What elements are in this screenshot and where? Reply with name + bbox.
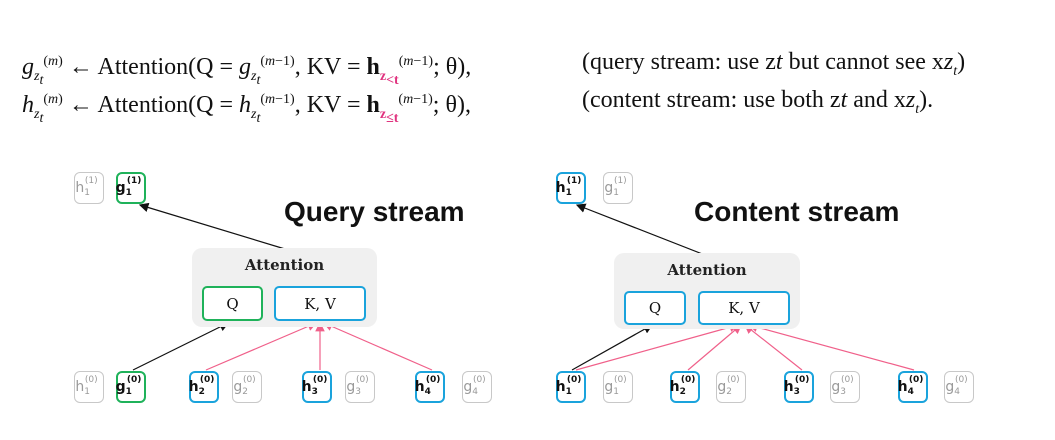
kv-box: K, V bbox=[274, 286, 366, 321]
query-stream-comment: (query stream: use zt but cannot see xzt… bbox=[582, 49, 966, 79]
theta-tail-2: ; θ), bbox=[432, 92, 471, 118]
c-out-arrow bbox=[575, 203, 706, 256]
content-stream-comment: (content stream: use both zt and xzt). bbox=[582, 87, 934, 117]
attention-label: Attention bbox=[244, 256, 325, 274]
q-in-arrow bbox=[132, 322, 230, 371]
q-kv-arrow-4 bbox=[322, 321, 433, 371]
c-q-box: Q bbox=[624, 291, 686, 325]
q-out-arrow bbox=[138, 202, 286, 250]
query-attention-block: Attention Q K, V bbox=[192, 248, 377, 327]
c-kv-box: K, V bbox=[698, 291, 790, 325]
attention-fn: Attention bbox=[97, 54, 189, 80]
c-kv-arrow-4 bbox=[747, 322, 915, 371]
c-kv-arrow-2 bbox=[687, 324, 742, 371]
c-attention-label: Attention bbox=[667, 261, 747, 279]
c-kv-arrow-1 bbox=[575, 322, 740, 371]
c-kv-arrow-3 bbox=[744, 324, 803, 371]
q-eq-2: (Q = bbox=[188, 92, 240, 118]
theta-tail: ; θ), bbox=[433, 54, 472, 80]
q-kv-arrow-2 bbox=[205, 321, 318, 371]
kv-eq: , KV = bbox=[294, 54, 367, 80]
query-stream-title: Query stream bbox=[284, 196, 465, 227]
q-box: Q bbox=[202, 286, 263, 321]
content-attention-block: Attention Q K, V bbox=[614, 253, 800, 329]
kv-eq-2: , KV = bbox=[294, 92, 367, 118]
c-in-arrow bbox=[571, 324, 654, 371]
attention-fn-2: Attention bbox=[97, 92, 189, 118]
content-stream-equation: hzt(m) ← Attention(Q = hzt(m−1), KV = hz… bbox=[22, 80, 933, 126]
content-stream-title: Content stream bbox=[694, 196, 900, 227]
q-eq: (Q = bbox=[188, 54, 240, 80]
query-stream-equation: gzt(m) ← Attention(Q = gzt(m−1), KV = hz… bbox=[22, 42, 965, 88]
